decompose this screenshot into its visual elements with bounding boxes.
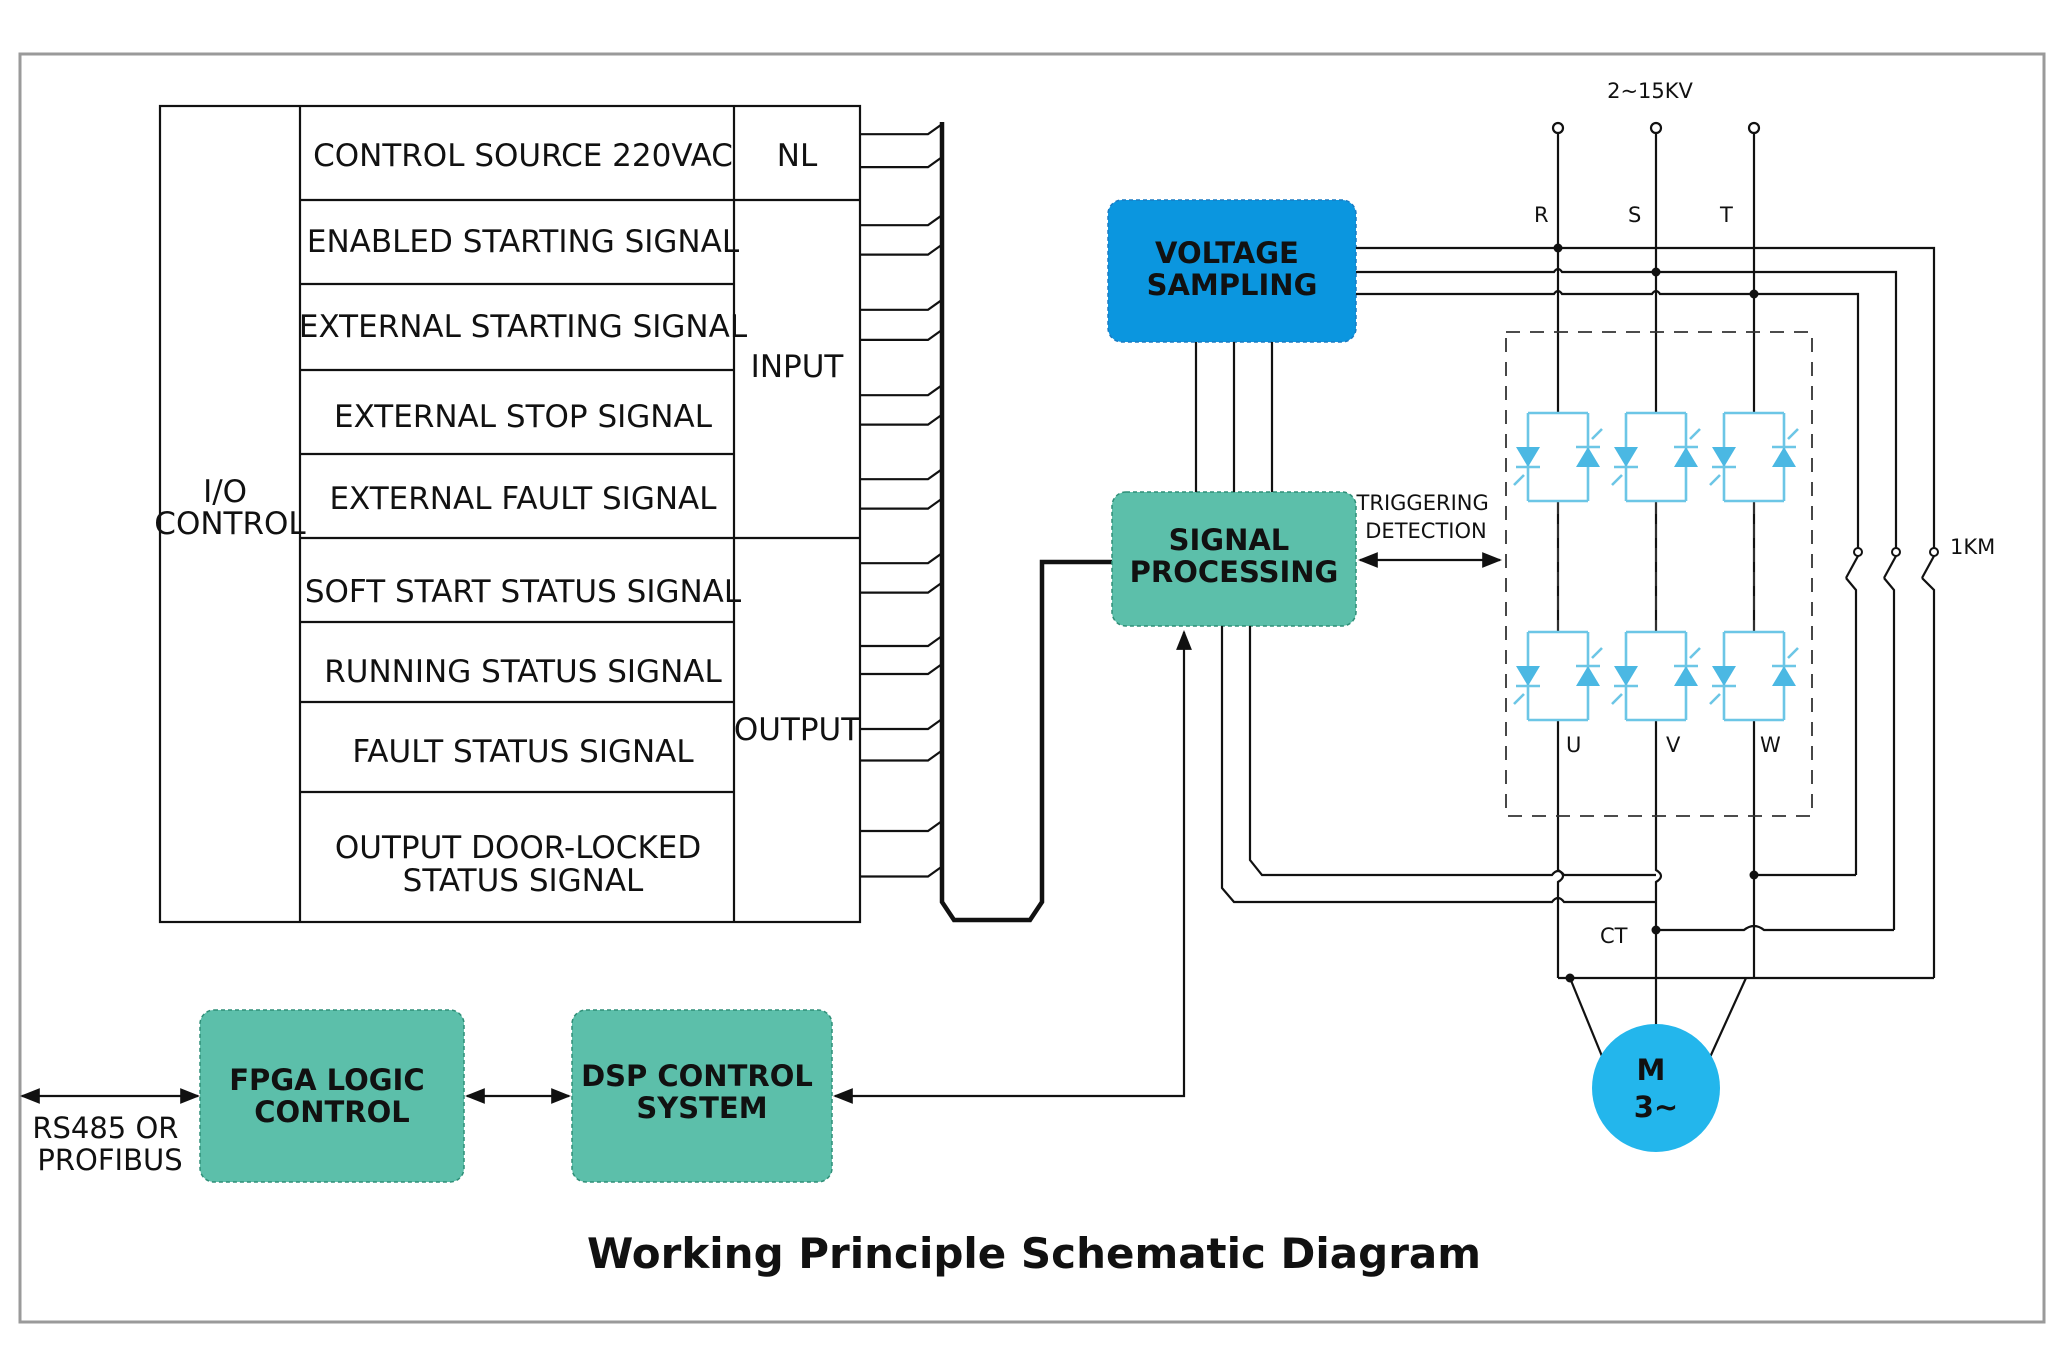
io-row-enabled-starting: ENABLED STARTING SIGNAL [307,224,740,260]
terminal-lead [860,718,943,731]
io-row-external-fault: EXTERNAL FAULT SIGNAL [329,481,717,517]
terminal-lead [860,820,943,833]
sampling-links [1194,342,1274,492]
thyristor-pairs [1513,411,1799,722]
io-row-door-locked: OUTPUT DOOR-LOCKED STATUS SIGNAL [335,830,711,899]
terminal-lead [860,156,943,169]
triggering-detection-label: TRIGGERING DETECTION [1356,491,1496,543]
scr-dashed-links [1557,500,1755,632]
phase-v-label: V [1666,733,1681,757]
comms-label: RS485 OR PROFIBUS [32,1111,187,1177]
category-output: OUTPUT [734,712,861,748]
io-row-external-stop: EXTERNAL STOP SIGNAL [334,399,713,435]
thyristor-pair-icon [1513,630,1603,722]
ct-label: CT [1600,924,1628,948]
io-row-control-source: CONTROL SOURCE 220VAC [313,138,733,174]
terminal-lead [860,581,943,594]
phase-t-label: T [1719,203,1733,227]
terminal-lead [860,749,943,762]
sampling-taps [1356,243,1936,545]
terminal-lead [860,468,943,481]
io-table [158,104,862,924]
dsp-control-block [571,1009,833,1183]
motor-leads [1568,977,1748,1067]
scr-module-boundary [1505,331,1813,817]
io-row-fault-status: FAULT STATUS SIGNAL [352,734,694,770]
io-row-external-starting: EXTERNAL STARTING SIGNAL [299,309,748,345]
terminal-lead [860,384,943,397]
dsp-signal-link [833,630,1192,1104]
terminal-lead [860,635,943,648]
diagram-title: Working Principle Schematic Diagram [587,1229,1481,1278]
outer-frame [18,52,2046,1324]
thyristor-pair-icon [1611,630,1701,722]
fpga-logic-block [199,1009,465,1183]
terminal-leads [860,123,943,878]
terminal-lead [860,552,943,565]
io-control-label: I/O CONTROL [154,474,306,542]
terminal-lead [860,243,943,256]
ct-feedback-lines [1220,626,1656,904]
phase-u-label: U [1566,733,1581,757]
thyristor-pair-icon [1611,411,1701,503]
terminal-lead [860,413,943,426]
terminal-lead [860,329,943,341]
cable-bundle [939,122,1112,923]
signal-processing-label: SIGNAL PROCESSING [1130,523,1339,589]
motor-icon [1592,1024,1720,1152]
terminal-lead [860,298,943,311]
supply-terminals [1551,121,1761,135]
thyristor-pair-icon [1513,411,1603,503]
voltage-sampling-block [1107,199,1357,343]
terminal-lead [860,663,943,676]
terminal-lead [860,865,943,878]
voltage-sampling-label: VOLTAGE SAMPLING [1147,236,1318,302]
io-row-running-status: RUNNING STATUS SIGNAL [324,654,722,690]
motor-label: M 3~ [1634,1053,1678,1124]
terminal-lead [860,497,943,510]
dsp-control-label: DSP CONTROL SYSTEM [581,1059,823,1125]
phase-r-label: R [1534,203,1549,227]
thyristor-pair-icon [1709,630,1799,722]
category-input: INPUT [751,349,845,385]
contactor-1km-label: 1KM [1950,535,1995,559]
thyristor-pair-icon [1709,411,1799,503]
terminal-lead [860,214,943,227]
fpga-logic-label: FPGA LOGIC CONTROL [229,1063,435,1129]
terminal-lead [860,123,943,136]
io-row-soft-start-status: SOFT START STATUS SIGNAL [305,574,742,610]
supply-voltage-label: 2~15KV [1607,79,1693,103]
phase-w-label: W [1760,733,1781,757]
phase-s-label: S [1628,203,1641,227]
bypass-contactor-1km [1845,545,1939,978]
category-nl: NL [777,138,818,174]
